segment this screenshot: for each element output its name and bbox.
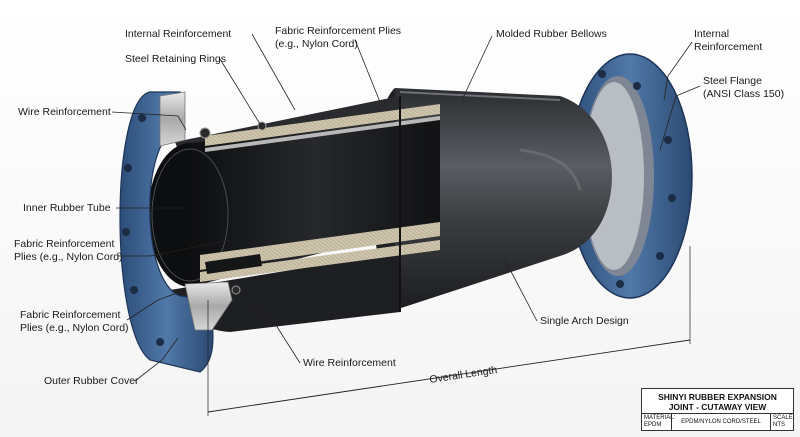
label-molded-bellows: Molded Rubber Bellows bbox=[496, 28, 607, 40]
bolt-hole bbox=[668, 194, 676, 202]
bolt-hole bbox=[598, 70, 606, 78]
material-value: EPDM/NYLON CORD/STEEL bbox=[672, 414, 771, 430]
bolt-hole bbox=[664, 136, 672, 144]
label-fabric-plies-top: Fabric Reinforcement Plies bbox=[275, 25, 401, 37]
cutaway-body bbox=[148, 96, 440, 332]
retaining-ring-top bbox=[159, 91, 186, 147]
label-fabric-plies-low: Fabric Reinforcement bbox=[20, 309, 120, 321]
title-block-title: SHINYI RUBBER EXPANSION JOINT - CUTAWAY … bbox=[642, 389, 793, 414]
label-outer-rubber-cover: Outer Rubber Cover bbox=[44, 375, 139, 387]
label-fabric-plies-low-sub: Plies (e.g., Nylon Cord) bbox=[20, 322, 129, 334]
left-steel-flange bbox=[119, 91, 267, 373]
label-fabric-plies-mid: Fabric Reinforcement bbox=[14, 238, 114, 250]
label-steel-flange: Steel Flange bbox=[703, 75, 762, 87]
label-wire-reinforcement-left: Wire Reinforcement bbox=[18, 106, 111, 118]
material-label: MATERIAL: EPDM bbox=[642, 414, 676, 430]
title-line-2: JOINT - CUTAWAY VIEW bbox=[668, 402, 767, 412]
label-inner-rubber-tube: Inner Rubber Tube bbox=[23, 202, 111, 214]
bolt-hole bbox=[633, 82, 641, 90]
label-wire-reinforcement-bottom: Wire Reinforcement bbox=[303, 357, 396, 369]
scale-label: SCALE: NTS bbox=[771, 414, 795, 430]
label-single-arch: Single Arch Design bbox=[540, 315, 629, 327]
label-steel-flange-sub: (ANSI Class 150) bbox=[703, 88, 784, 100]
label-steel-retaining-rings: Steel Retaining Rings bbox=[125, 53, 226, 65]
label-fabric-plies-mid-sub: Plies (e.g., Nylon Cord) bbox=[14, 251, 123, 263]
retaining-ring-bottom bbox=[184, 281, 233, 331]
label-fabric-plies-top-sub: (e.g., Nylon Cord) bbox=[275, 38, 358, 50]
title-line-1: SHINYI RUBBER EXPANSION bbox=[658, 392, 777, 402]
overall-length-dimension bbox=[207, 246, 691, 416]
scale-label-line-1: SCALE: bbox=[773, 415, 795, 421]
scale-label-line-2: NTS bbox=[773, 422, 785, 428]
wire-bead bbox=[199, 127, 211, 139]
label-overall-length: Overall Length bbox=[429, 364, 498, 386]
label-internal-reinforcement-top: Internal Reinforcement bbox=[125, 28, 231, 40]
label-internal-reinforcement-right: Internal bbox=[694, 28, 729, 40]
material-label-line-2: EPDM bbox=[644, 422, 662, 428]
fabric-plies-top bbox=[205, 104, 440, 146]
title-block: SHINYI RUBBER EXPANSION JOINT - CUTAWAY … bbox=[641, 388, 794, 431]
bolt-hole bbox=[656, 252, 664, 260]
title-block-row: MATERIAL: EPDM EPDM/NYLON CORD/STEEL SCA… bbox=[642, 414, 795, 430]
bolt-hole bbox=[616, 280, 624, 288]
wire-bead bbox=[231, 285, 241, 295]
material-label-line-1: MATERIAL: bbox=[644, 415, 676, 421]
label-internal-reinforcement-right-sub: Reinforcement bbox=[694, 41, 762, 53]
leader-lines bbox=[111, 33, 701, 382]
